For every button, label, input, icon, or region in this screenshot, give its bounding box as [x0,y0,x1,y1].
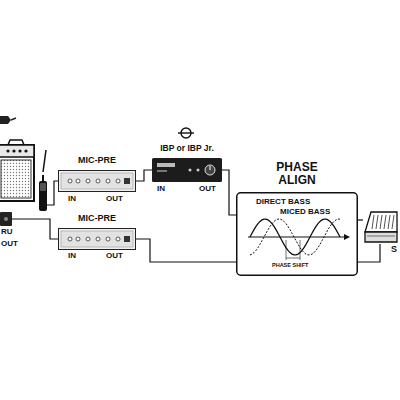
signal-cable [136,170,152,181]
label-text: IBP or IBP Jr. [160,144,214,153]
microphone [39,150,47,211]
phase-align-box: PHASE ALIGNDIRECT BASSMICED BASSPHASE SH… [236,192,358,276]
label-text: DIRECT BASS [256,198,310,207]
rack-panel [58,170,136,192]
label-text: MIC-PRE [78,156,116,166]
label-text: RU [1,228,13,237]
mic-preamp: MIC-PREINOUT [58,170,136,192]
label-text: S [391,245,397,255]
mixing-console: S [363,208,397,244]
di-box: RUOUT [0,212,12,226]
signal-cable [222,170,236,215]
mic-cable [47,181,58,205]
signal-cable [136,239,236,262]
label-text: MICED BASS [280,208,330,217]
mic-preamp: MIC-PREINOUT [58,228,136,250]
signal-cable [358,244,380,262]
mic-clip [0,116,16,124]
label-text: PHASE SHIFT [272,262,308,268]
mixing-console [363,208,397,244]
label-text: OUT [106,252,123,261]
ibp-unit: IBP or IBP Jr.INOUT [152,158,222,182]
label-text: MIC-PRE [78,214,116,224]
label-text: IN [157,185,165,194]
phase-symbol [178,128,194,138]
label-text: OUT [106,195,123,204]
signal-cable [358,219,363,220]
label-text: PHASE ALIGN [261,161,333,187]
di-box [0,212,12,226]
ibp-unit [152,158,222,182]
label-text: OUT [199,185,216,194]
label-text: IN [68,252,76,261]
label-text: OUT [1,240,18,249]
signal-cable [12,219,58,239]
bass-amp [0,140,34,201]
rack-panel [58,228,136,250]
label-text: IN [68,195,76,204]
